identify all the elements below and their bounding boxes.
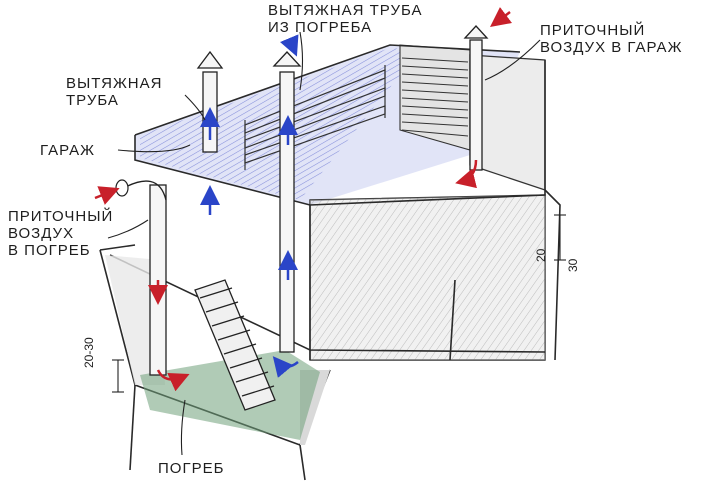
label-garage-intake-line1: ПРИТОЧНЫЙ [540, 22, 646, 39]
label-garage-intake-line2: ВОЗДУХ В ГАРАЖ [540, 39, 683, 56]
label-cellar-exhaust-line1: ВЫТЯЖНАЯ ТРУБА [268, 2, 423, 19]
label-garage: ГАРАЖ [40, 142, 95, 159]
label-cellar-intake: ПРИТОЧНЫЙ ВОЗДУХ В ПОГРЕБ [8, 208, 113, 259]
label-exhaust-pipe-line2: ТРУБА [66, 92, 119, 109]
exhaust-arrows [200, 34, 299, 378]
staircase [194, 279, 276, 411]
label-cellar-intake-line3: В ПОГРЕБ [8, 242, 91, 259]
label-cellar-exhaust-line2: ИЗ ПОГРЕБА [268, 19, 373, 36]
shelves [244, 65, 386, 170]
dim-label-right-a: 20 [534, 248, 548, 262]
intake-arrows [94, 7, 512, 392]
dim-label-right-b: 30 [566, 258, 580, 272]
garage-door [399, 44, 471, 151]
dimension-marks [112, 214, 566, 393]
label-cellar: ПОГРЕБ [158, 460, 225, 477]
label-exhaust-pipe-line1: ВЫТЯЖНАЯ [66, 75, 163, 92]
label-cellar-exhaust: ВЫТЯЖНАЯ ТРУБА ИЗ ПОГРЕБА [268, 2, 423, 36]
label-exhaust-pipe: ВЫТЯЖНАЯ ТРУБА [66, 75, 162, 109]
label-cellar-intake-line1: ПРИТОЧНЫЙ [8, 208, 114, 225]
leader-lines [107, 31, 541, 456]
pipe-exhaust-cellar [272, 51, 302, 353]
label-cellar-intake-line2: ВОЗДУХ [8, 225, 75, 242]
label-garage-intake: ПРИТОЧНЫЙ ВОЗДУХ В ГАРАЖ [540, 22, 682, 56]
dim-label-left: 20-30 [82, 337, 96, 368]
front-face-fill [310, 195, 545, 360]
